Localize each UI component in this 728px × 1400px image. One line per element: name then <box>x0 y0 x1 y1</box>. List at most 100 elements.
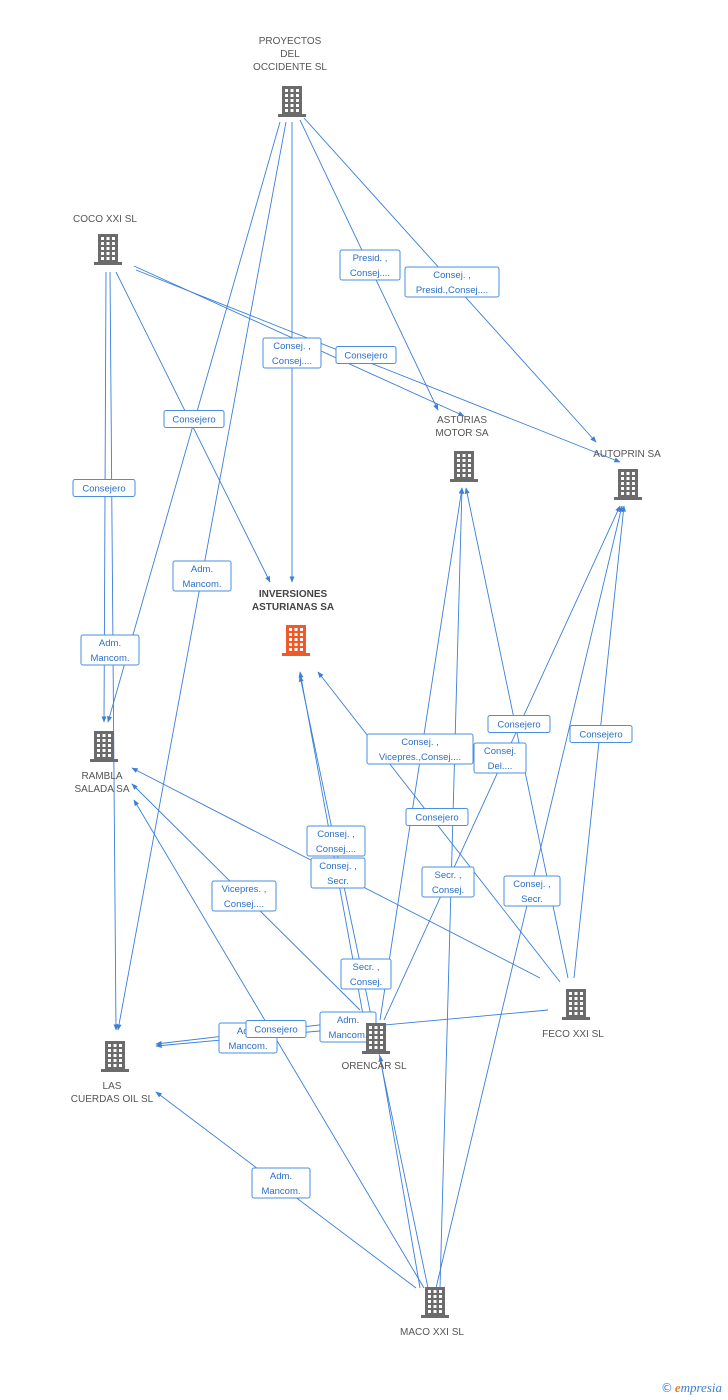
relation-label: Adm. Mancom. <box>251 1167 311 1199</box>
company-node-orencar[interactable]: ORENCAR SL <box>341 1023 407 1072</box>
company-name: ASTURIAS <box>437 415 487 426</box>
relation-label-text: Secr. <box>521 894 543 905</box>
building-icon <box>90 731 118 762</box>
copyright-symbol: © <box>660 1381 673 1395</box>
relation-label-text: Consejero <box>172 415 215 426</box>
relation-label: Consej. , Consej.... <box>306 825 366 857</box>
relation-label-text: Consejero <box>254 1025 297 1036</box>
relation-label-box <box>340 958 392 990</box>
relation-label-text: Consej.... <box>350 268 390 279</box>
relation-label-text: Consej. , <box>317 829 355 840</box>
building-icon <box>421 1287 449 1318</box>
relation-label-text: Vicepres.,Consej.... <box>379 752 461 763</box>
building-icon <box>614 469 642 500</box>
relation-label-text: Adm. <box>270 1171 292 1182</box>
relation-label-text: Consej. , <box>433 270 471 281</box>
relation-label-text: Consejero <box>82 484 125 495</box>
relation-label-text: Presid. , <box>353 253 388 264</box>
company-name: LAS <box>103 1081 122 1092</box>
relation-label-box <box>245 1020 307 1038</box>
company-name: INVERSIONES <box>259 589 328 600</box>
relation-label-text: Consejero <box>344 351 387 362</box>
relation-label-text: Mancom. <box>228 1041 267 1052</box>
relation-label-text: Adm. <box>99 638 121 649</box>
relation-edge <box>317 671 561 983</box>
relation-label: Consejero <box>335 346 397 364</box>
company-name: ASTURIANAS SA <box>252 602 334 613</box>
building-icon <box>562 989 590 1020</box>
relation-label-text: Consej.... <box>316 844 356 855</box>
company-name: SALADA SA <box>74 784 129 795</box>
company-node-las-cuerdas[interactable]: LAS CUERDAS OIL SL <box>71 1041 154 1105</box>
relation-label-box <box>251 1167 311 1199</box>
relation-label: Consejero <box>487 715 551 733</box>
brand-logo: empresia <box>674 1380 722 1395</box>
relation-label: Consejero <box>163 410 225 428</box>
company-name: MACO XXI SL <box>400 1327 464 1338</box>
relation-label-box <box>404 266 500 298</box>
relation-label-text: Consej. <box>350 977 382 988</box>
relation-label-box <box>72 479 136 497</box>
building-icon <box>101 1041 129 1072</box>
relation-label: Adm. Mancom. <box>80 634 140 666</box>
company-name: FECO XXI SL <box>542 1029 604 1040</box>
company-name: PROYECTOS <box>259 36 322 47</box>
relation-label-text: Mancom. <box>328 1030 367 1041</box>
company-node-coco[interactable]: COCO XXI SL <box>73 214 137 265</box>
building-icon <box>94 234 122 265</box>
company-name: COCO XXI SL <box>73 214 137 225</box>
relation-label: Secr. , Consej. <box>340 958 392 990</box>
relation-label-text: Consej. , <box>401 737 439 748</box>
company-name: ORENCAR SL <box>341 1061 406 1072</box>
relation-label: Consej. ,Consej.... <box>262 337 322 369</box>
company-name: AUTOPRIN SA <box>593 449 661 460</box>
relation-label-text: Secr. , <box>353 962 380 973</box>
company-name: RAMBLA <box>81 771 122 782</box>
relation-label: Consej.Del.... <box>473 742 527 774</box>
relation-label-text: Consejero <box>579 730 622 741</box>
relation-label-box <box>487 715 551 733</box>
relation-label-box <box>262 337 322 369</box>
relation-label-box <box>421 866 475 898</box>
relation-label-box <box>339 249 401 281</box>
relation-label-text: Consej. <box>432 885 464 896</box>
relation-label-box <box>80 634 140 666</box>
footer-brand: ©empresia <box>661 1380 722 1396</box>
relation-label-box <box>473 742 527 774</box>
relation-label: Consejero <box>569 725 633 743</box>
relation-label-text: Consej. <box>484 746 516 757</box>
company-name: MOTOR SA <box>435 428 488 439</box>
relation-label: Adm.Mancom. <box>172 560 232 592</box>
relation-label-text: Mancom. <box>261 1186 300 1197</box>
building-icon <box>362 1023 390 1054</box>
relation-label-box <box>172 560 232 592</box>
relation-label-text: Consejero <box>497 720 540 731</box>
company-node-feco[interactable]: FECO XXI SL <box>542 989 604 1040</box>
company-node-inversiones[interactable]: INVERSIONES ASTURIANAS SA <box>252 589 334 656</box>
relation-label-text: Consej. , <box>513 879 551 890</box>
relation-label-text: Consej.... <box>224 899 264 910</box>
relation-label-text: Secr. , <box>435 870 462 881</box>
relation-label-box <box>310 857 366 889</box>
relation-label-text: Consej. , <box>319 861 357 872</box>
company-name: CUERDAS OIL SL <box>71 1094 154 1105</box>
relation-label: Consej. , Vicepres.,Consej.... <box>366 733 474 765</box>
relation-label-text: Consejero <box>415 813 458 824</box>
company-node-asturias-motor[interactable]: ASTURIAS MOTOR SA <box>435 415 489 482</box>
relation-label-box <box>306 825 366 857</box>
relation-label-text: Vicepres. , <box>222 884 267 895</box>
relation-label: Consej. , Secr. <box>503 875 561 907</box>
relation-label: Consej. ,Secr. <box>310 857 366 889</box>
relation-label: Presid. , Consej.... <box>339 249 401 281</box>
relation-label: Secr. , Consej. <box>421 866 475 898</box>
company-node-rambla[interactable]: RAMBLA SALADA SA <box>74 731 130 795</box>
relation-label-text: Mancom. <box>90 653 129 664</box>
building-icon <box>282 625 310 656</box>
company-node-autoprin[interactable]: AUTOPRIN SA <box>593 449 661 500</box>
relation-label-text: Consej. , <box>273 341 311 352</box>
relation-edge <box>135 269 621 463</box>
relation-label-box <box>366 733 474 765</box>
company-node-maco[interactable]: MACO XXI SL <box>400 1287 464 1338</box>
